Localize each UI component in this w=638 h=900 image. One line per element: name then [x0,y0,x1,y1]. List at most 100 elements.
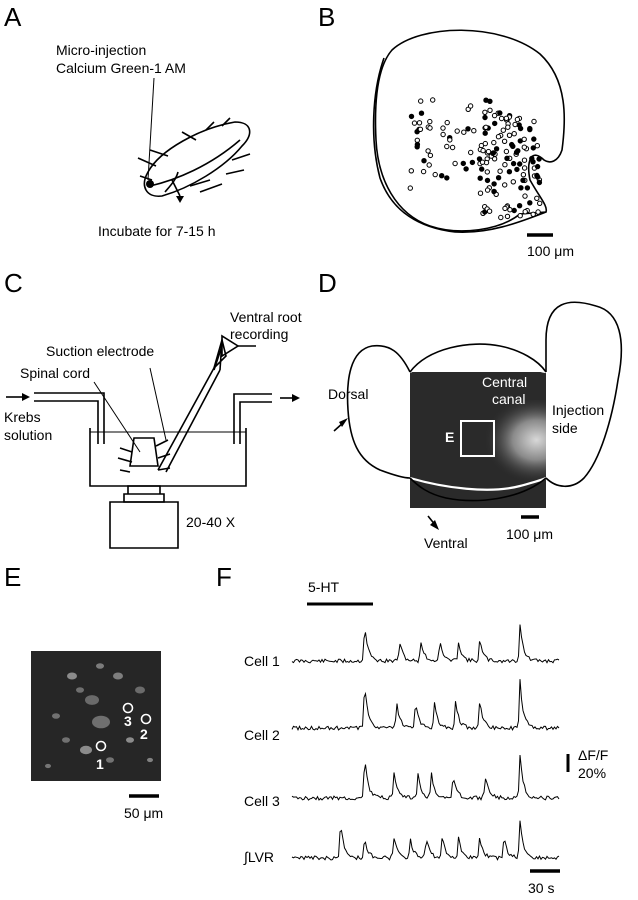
cell-dot [530,145,536,151]
time-scale-label: 30 s [528,880,554,896]
cell-dot [527,126,533,133]
cell-3-marker [122,702,134,714]
panel-e: E 1 3 2 50 μm [4,562,163,821]
trace-2 [291,754,560,801]
cell-blob [135,686,145,694]
cell-dot [536,179,543,186]
cell-dot [440,125,446,131]
cell-blob [62,737,70,743]
panel-b: B 100 μm [318,2,574,259]
cell-dot [534,143,540,149]
cell-blob [76,687,84,693]
cell-dot [487,107,493,114]
cell-dot [408,113,415,120]
cell-dot [439,173,445,179]
cell-dot [521,136,527,143]
cell-dot [447,137,453,143]
cell-blob [45,763,51,769]
cell-dot [418,98,424,104]
labelled-cells [407,97,543,221]
series-label-2: Cell 3 [244,793,280,809]
cell-dot [505,124,511,130]
cell-dot [452,160,458,167]
cell-dot [535,209,541,215]
cell-blob [67,672,77,680]
cell-dot [444,119,450,126]
panel-b-label: B [318,2,335,32]
trace-1 [291,679,560,732]
cell-dot [521,165,528,171]
cell-1-marker [95,740,107,752]
cell-blob [85,695,99,705]
cell-dot [517,125,524,132]
cell-blob [80,745,92,755]
b-scale-label: 100 μm [527,243,574,259]
d-section-outline [346,344,411,479]
cell-dot [503,148,510,155]
cell-dot [498,115,505,122]
panel-a: A Micro-injection Calcium Green-1 AM Inc… [4,2,251,239]
cell-dot [427,152,434,159]
cell-dot [520,172,527,178]
cell-dot [469,159,476,166]
cell-dot [511,207,517,214]
cell-dot [430,97,436,103]
cell-dot [480,147,486,154]
central-label: Central [482,374,527,390]
cell-dot [497,168,503,174]
cell-dot [515,148,521,154]
cell-dot [484,177,491,184]
cell-dot [485,148,492,155]
spinal-cord-sketch [137,117,251,203]
cell-dot [486,208,493,214]
cell-dot [520,177,526,184]
panel-d: D E Central canal Injection side Dorsal … [318,268,623,551]
series-label-3: ∫LVR [243,849,274,865]
cell-dot [479,159,486,165]
panel-d-label: D [318,268,337,298]
cell-dot [491,188,497,195]
cell-dot [461,129,467,135]
cell-dot [521,157,528,163]
injection-label: Injection [552,402,604,418]
cell-3-label: 3 [124,713,132,729]
cell-dot [517,161,523,167]
objective-label: 20-40 X [186,514,236,530]
cell-dot [506,169,513,175]
cell-dot [503,115,510,122]
cell-dot [498,214,504,221]
cell-dot [477,175,483,181]
cell-dot [482,109,488,116]
e-scale-label: 50 μm [124,805,163,821]
stim-label: 5-HT [308,579,340,595]
cell-dot [479,166,485,172]
cell-dot [522,193,528,199]
cell-dot [444,143,450,150]
cell-dot [527,200,533,206]
cell-blob [96,663,104,669]
dff-scale-label: ΔF/F [578,747,608,763]
krebs-label: Krebs [4,409,41,425]
e-box-label: E [445,429,454,445]
incubate-label: Incubate for 7-15 h [98,223,216,239]
cell-dot [537,200,543,207]
cell-dot [518,185,524,191]
cell-dot [534,163,541,170]
cell-dot [432,171,438,178]
cell-dot [484,169,490,175]
panel-f-label: F [216,562,232,592]
cell-dot [416,120,423,126]
ventral-root-label: Ventral root [230,309,302,325]
cell-dot [514,116,521,123]
fluorescent-cells [45,663,153,769]
suction-electrode-label: Suction electrode [46,343,154,359]
panel-c: C Ventral root recording Suction electro… [4,268,302,549]
cell-dot [517,213,523,219]
cell-dot [491,112,498,119]
cell-blob [106,757,114,763]
cell-dot [482,140,488,147]
cell-dot [411,120,418,126]
cell-dot [502,182,508,188]
cell-dot [534,195,540,202]
cell-1-label: 1 [96,756,104,772]
